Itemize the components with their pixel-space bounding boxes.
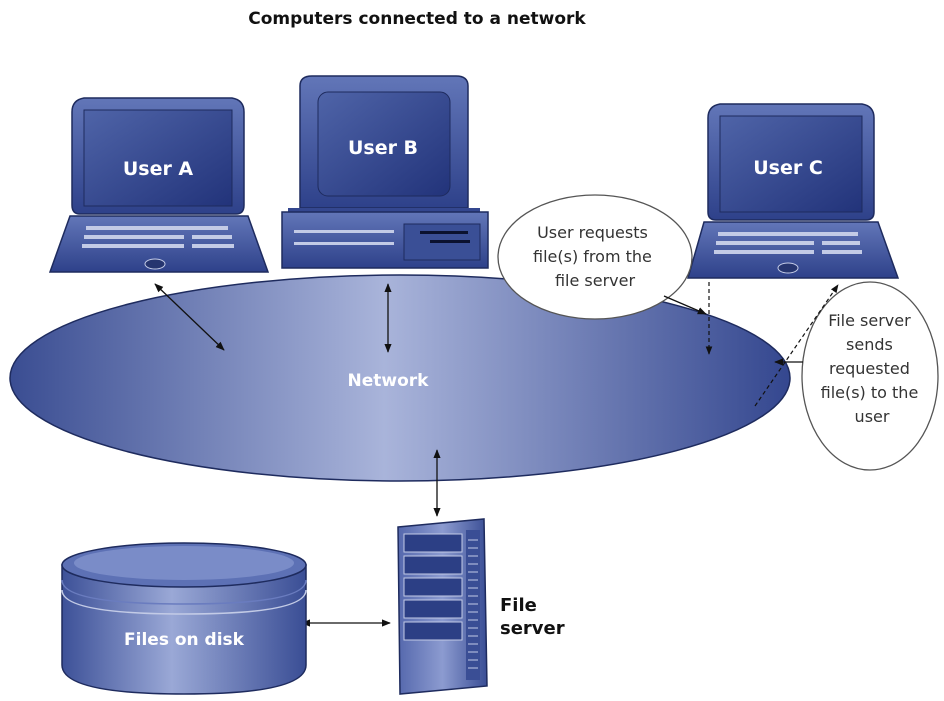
user-a-label: User A [123,158,194,180]
svg-text:File server sends: File server sends requested file(s) to t… [821,311,924,426]
disk-cylinder: Files on disk [61,542,307,695]
callout-send-line-5: user [855,407,890,426]
user-b-label: User B [348,137,418,159]
user-c-label: User C [753,157,823,179]
disk-label: Files on disk [124,630,245,650]
callout-send-line-3: requested [829,359,910,378]
callout-send: File server sends requested file(s) to t… [801,281,939,471]
request-pointer [663,295,707,315]
svg-text:User requests file(s) fr: User requests file(s) from the file serv… [533,223,657,290]
desktop-user-b: User B [281,75,489,269]
callout-request-line-3: file server [555,271,636,290]
callout-request-line-1: User requests [537,223,648,242]
callout-request-line-2: file(s) from the [533,247,652,266]
laptop-user-c: User C [687,103,900,279]
callout-send-line-2: sends [846,335,893,354]
arrow-user-a-network [154,283,225,351]
file-server-tower [397,518,488,695]
laptop-user-a: User A [48,97,270,273]
callout-request: User requests file(s) from the file serv… [497,194,693,320]
file-server-label: File server [500,595,565,639]
network-cloud: Network [9,274,791,482]
diagram-title: Computers connected to a network [248,9,586,29]
send-dashed-line [754,284,839,407]
callout-send-line-1: File server [828,311,911,330]
network-label: Network [348,371,430,391]
callout-send-line-4: file(s) to the [821,383,919,402]
file-server-label-line-1: File [500,595,537,616]
file-server-label-line-2: server [500,618,565,639]
